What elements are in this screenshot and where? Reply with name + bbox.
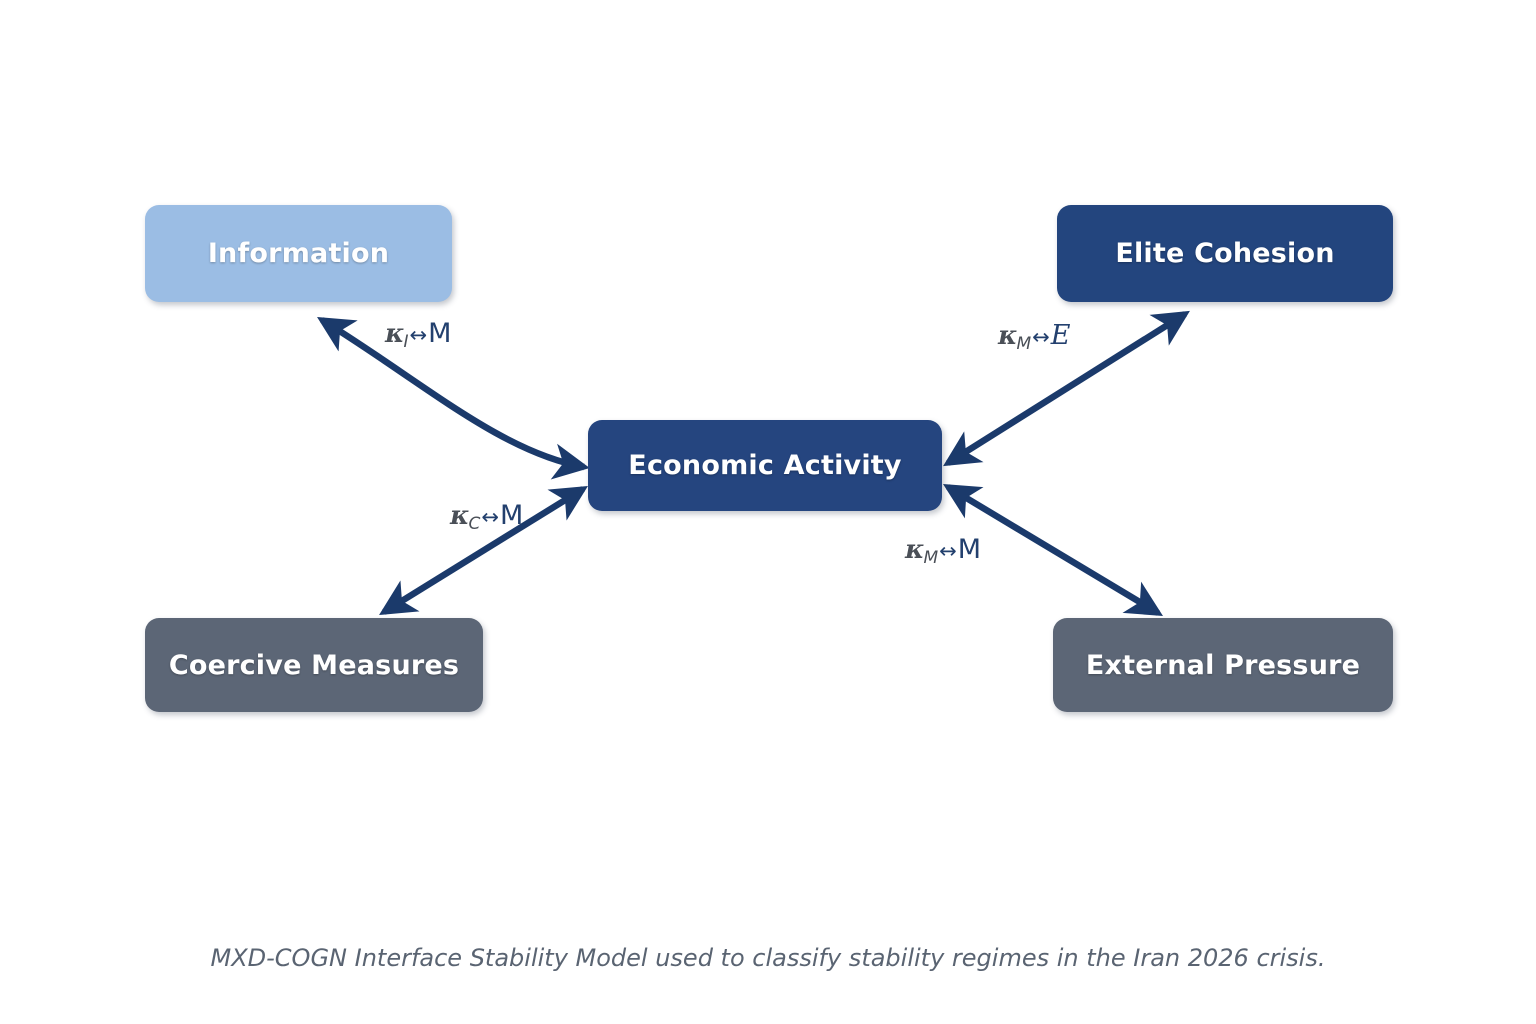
bidirectional-arrow-icon: ↔ (939, 539, 957, 563)
node-elite-cohesion-label: Elite Cohesion (1115, 238, 1335, 269)
node-coercive-measures[interactable]: Coercive Measures (145, 618, 483, 712)
edge-kappa-m-e (943, 310, 1190, 467)
kappa-target: M (428, 318, 452, 349)
bidirectional-arrow-icon: ↔ (409, 323, 428, 347)
edge-kappa-m-m (943, 484, 1163, 616)
kappa-target: M (499, 500, 524, 531)
node-information[interactable]: Information (145, 205, 452, 302)
kappa-symbol: κ (450, 501, 470, 531)
kappa-subscript: M (1016, 334, 1032, 354)
bidirectional-arrow-icon: ↔ (481, 505, 499, 529)
node-economic-activity[interactable]: Economic Activity (588, 420, 942, 511)
kappa-subscript: I (403, 332, 409, 352)
node-elite-cohesion[interactable]: Elite Cohesion (1057, 205, 1393, 302)
kappa-target: E (1050, 320, 1071, 351)
node-coercive-measures-label: Coercive Measures (168, 649, 460, 681)
node-external-pressure-label: External Pressure (1085, 649, 1361, 681)
edge-label-kappa-m-m: κM↔M (905, 534, 981, 568)
edge-label-kappa-m-e: κM↔E (998, 320, 1071, 354)
kappa-target: M (957, 534, 982, 565)
edge-kappa-c-m (379, 485, 588, 616)
node-economic-activity-label: Economic Activity (628, 450, 902, 481)
kappa-symbol: κ (385, 319, 405, 349)
bidirectional-arrow-icon: ↔ (1032, 325, 1050, 349)
figure-caption: MXD-COGN Interface Stability Model used … (210, 944, 1326, 972)
edge-kappa-i-m (317, 316, 590, 480)
node-external-pressure[interactable]: External Pressure (1053, 618, 1393, 712)
kappa-symbol: κ (998, 321, 1018, 351)
node-information-label: Information (207, 238, 390, 269)
edge-label-kappa-c-m: κC↔M (450, 500, 523, 534)
kappa-subscript: M (923, 548, 939, 568)
kappa-symbol: κ (905, 535, 925, 565)
kappa-subscript: C (468, 514, 481, 534)
edge-label-kappa-i-m: κI↔M (385, 318, 451, 352)
